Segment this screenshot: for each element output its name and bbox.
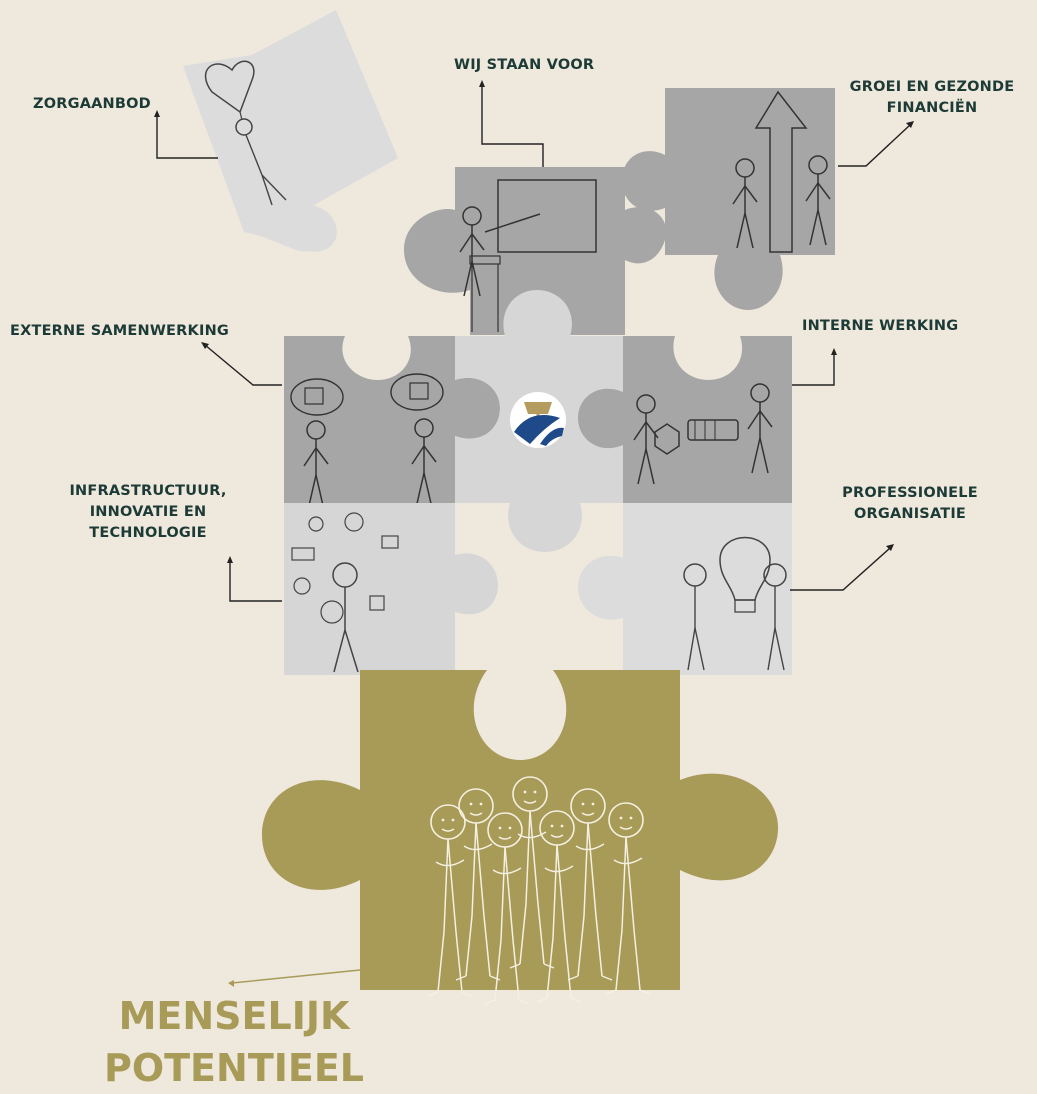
label-zorgaanbod: ZORGAANBOD xyxy=(33,96,151,112)
connector-professionele xyxy=(790,547,891,591)
label-professionele-line2: ORGANISATIE xyxy=(853,506,967,522)
label-infrastructuur-line3: TECHNOLOGIE xyxy=(89,525,207,541)
label-wij-staan-voor: WIJ STAAN VOOR xyxy=(454,57,595,73)
puzzle-piece-externe-samenwerking xyxy=(284,336,500,511)
puzzle-piece-interne-werking xyxy=(578,336,792,503)
puzzle-piece-center xyxy=(455,290,623,552)
heart-balloon-icon xyxy=(204,60,287,206)
label-menselijk-potentieel: MENSELIJK POTENTIEEL xyxy=(84,990,384,1094)
puzzle-piece-wij-staan-voor xyxy=(404,167,667,335)
connector-externe xyxy=(204,344,282,386)
label-groei-line1: GROEI EN GEZONDE xyxy=(849,79,1015,95)
puzzle-piece-professionele-organisatie xyxy=(578,503,792,675)
juggling-tech-icon xyxy=(291,512,399,673)
organization-logo-icon xyxy=(510,392,566,448)
label-groei-line2: FINANCIËN xyxy=(886,100,978,116)
label-infrastructuur-line1: INFRASTRUCTUUR, xyxy=(69,483,227,499)
connector-groei xyxy=(838,124,911,167)
connector-infrastructuur xyxy=(229,562,282,602)
connector-zorgaanbod xyxy=(156,116,218,159)
label-externe-samenwerking: EXTERNE SAMENWERKING xyxy=(10,323,230,339)
lightbulb-icon xyxy=(683,536,787,671)
connector-interne xyxy=(792,354,835,386)
puzzle-piece-zorgaanbod xyxy=(183,10,398,252)
growth-arrow-icon xyxy=(732,90,831,253)
puzzle-piece-infrastructuur xyxy=(284,503,498,675)
puzzle-piece-groei xyxy=(621,88,835,310)
connector-arrowheads xyxy=(154,80,914,987)
label-professionele-organisatie: PROFESSIONELE ORGANISATIE xyxy=(810,483,1010,525)
nut-bolt-icon xyxy=(633,383,773,485)
teacher-board-icon xyxy=(459,179,597,332)
label-infrastructuur-line2: INNOVATIE EN xyxy=(89,504,207,520)
connector-menselijk xyxy=(231,969,361,984)
puzzle-piece-menselijk-potentieel xyxy=(262,670,779,1005)
label-interne-werking: INTERNE WERKING xyxy=(802,318,959,334)
connector-wij-staan-voor xyxy=(481,86,544,167)
label-professionele-line1: PROFESSIONELE xyxy=(842,485,978,501)
connector-lines xyxy=(156,86,911,984)
label-infrastructuur: INFRASTRUCTUUR, INNOVATIE EN TECHNOLOGIE xyxy=(48,481,248,544)
label-potentieel: POTENTIEEL xyxy=(103,1046,365,1090)
label-menselijk: MENSELIJK xyxy=(118,994,350,1038)
puzzle-thought-icon xyxy=(290,373,444,511)
label-groei: GROEI EN GEZONDE FINANCIËN xyxy=(832,77,1032,119)
